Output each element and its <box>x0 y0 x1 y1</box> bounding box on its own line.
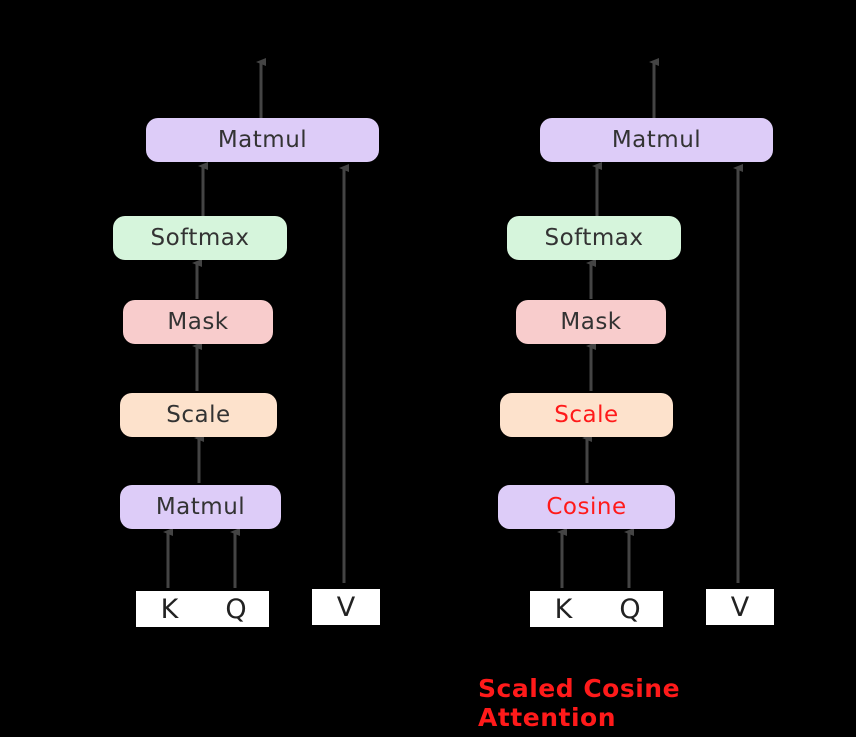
right-input-v-label: V <box>730 591 750 623</box>
left-mask-box: Mask <box>123 300 273 344</box>
right-scale-box: Scale <box>500 393 673 437</box>
left-softmax-box: Softmax <box>113 216 287 260</box>
left-mask-label: Mask <box>167 309 229 335</box>
left-top-matmul-box: Matmul <box>146 118 379 162</box>
right-top-matmul-label: Matmul <box>611 127 702 153</box>
right-mask-box: Mask <box>516 300 666 344</box>
right-input-v: V <box>706 589 774 625</box>
caption: Scaled Cosine Attention <box>478 674 818 732</box>
caption-text: Scaled Cosine Attention <box>478 674 681 732</box>
left-scale-box: Scale <box>120 393 277 437</box>
right-scale-label: Scale <box>554 402 619 428</box>
left-bottom-matmul-label: Matmul <box>155 494 246 520</box>
right-input-q-label: Q <box>619 593 641 625</box>
right-softmax-label: Softmax <box>544 225 644 251</box>
right-softmax-box: Softmax <box>507 216 681 260</box>
right-top-matmul-box: Matmul <box>540 118 773 162</box>
left-softmax-label: Softmax <box>150 225 250 251</box>
right-input-q: Q <box>597 591 663 627</box>
right-cosine-box: Cosine <box>498 485 675 529</box>
left-input-v-label: V <box>336 591 356 623</box>
right-cosine-label: Cosine <box>546 494 627 520</box>
right-input-k-label: K <box>554 593 573 625</box>
left-input-q: Q <box>203 591 269 627</box>
left-input-v: V <box>312 589 380 625</box>
left-bottom-matmul-box: Matmul <box>120 485 281 529</box>
right-mask-label: Mask <box>560 309 622 335</box>
left-input-k-label: K <box>160 593 179 625</box>
left-input-q-label: Q <box>225 593 247 625</box>
left-top-matmul-label: Matmul <box>217 127 308 153</box>
left-input-k: K <box>136 591 203 627</box>
right-input-k: K <box>530 591 597 627</box>
left-scale-label: Scale <box>166 402 231 428</box>
